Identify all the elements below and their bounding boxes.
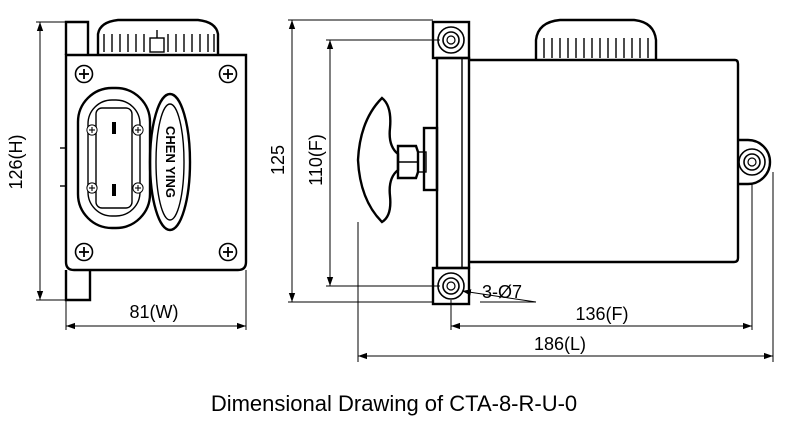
dim-flange-height: 110(F) bbox=[306, 134, 326, 186]
dim-flange-length: 136(F) bbox=[575, 304, 628, 324]
dimension-lines bbox=[36, 19, 774, 362]
front-body bbox=[64, 53, 248, 272]
screw-icon bbox=[218, 242, 238, 262]
screw-icon bbox=[74, 64, 94, 84]
motor-body bbox=[469, 58, 740, 264]
t-handle bbox=[356, 96, 400, 224]
dimension-labels: 126(H) 81(W) 125 110(F) 3-Ø7 136(F) 186(… bbox=[6, 134, 629, 354]
flange-plate bbox=[435, 56, 471, 270]
mount-hole-icon bbox=[437, 272, 465, 300]
brand-logo-text: CHEN YING bbox=[163, 126, 178, 198]
dim-holes: 3-Ø7 bbox=[482, 282, 522, 302]
drawing-caption: Dimensional Drawing of CTA-8-R-U-0 bbox=[211, 391, 577, 416]
brand-logo: CHEN YING bbox=[148, 92, 192, 232]
dim-length-total: 186(L) bbox=[534, 334, 586, 354]
screw-icon bbox=[74, 242, 94, 262]
side-view bbox=[356, 18, 772, 306]
sight-window bbox=[76, 86, 152, 230]
dim-width: 81(W) bbox=[130, 302, 179, 322]
side-top-knob bbox=[534, 18, 658, 60]
front-top-knob bbox=[94, 18, 222, 56]
dim-height-side: 125 bbox=[268, 145, 288, 175]
front-ear-bottom bbox=[64, 270, 92, 302]
screw-icon bbox=[218, 64, 238, 84]
front-view: CHEN YING bbox=[60, 18, 248, 302]
mount-hole-icon bbox=[437, 26, 465, 54]
dim-height-total: 126(H) bbox=[6, 134, 26, 189]
rear-ear bbox=[738, 138, 772, 186]
front-ear-top bbox=[64, 20, 90, 55]
